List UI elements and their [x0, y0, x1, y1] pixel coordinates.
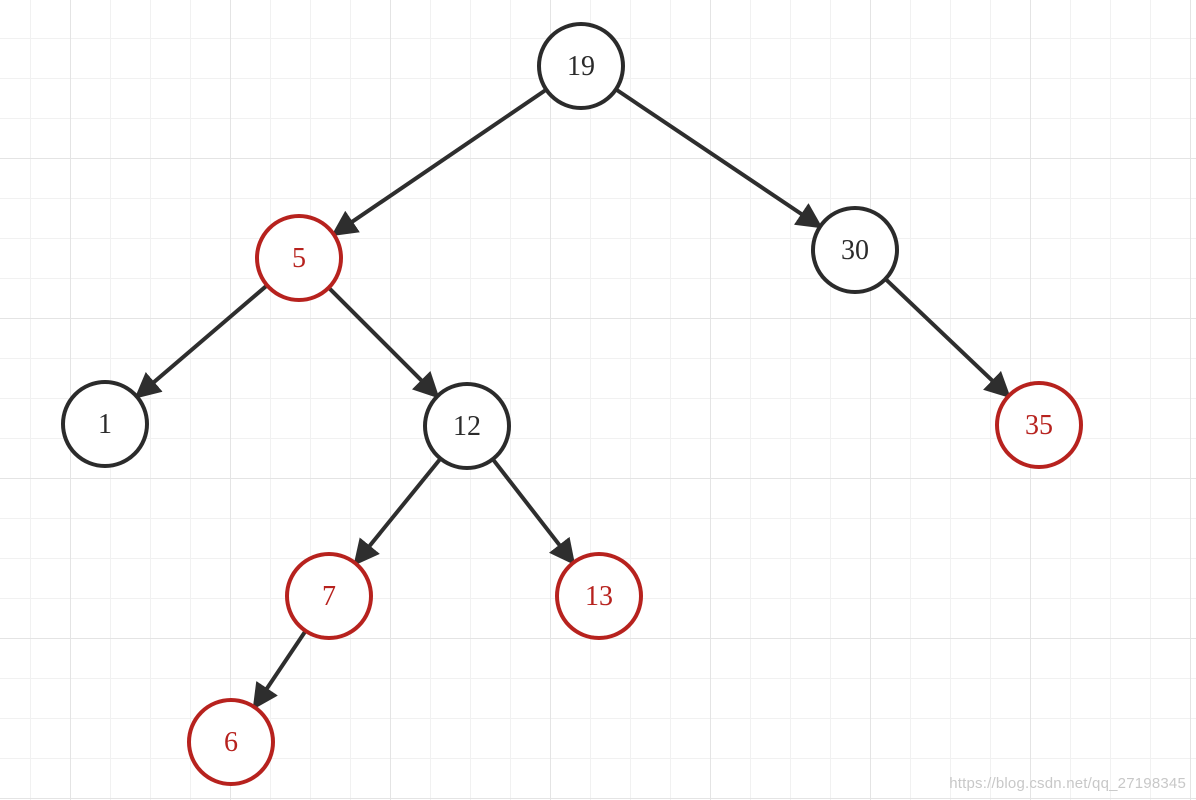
node-label-1: 1 [98, 409, 112, 440]
node-circle-7 [285, 552, 373, 640]
node-label-30: 30 [841, 235, 869, 266]
tree-node-30: 30 [811, 206, 899, 294]
node-circle-13 [555, 552, 643, 640]
edges-group [134, 87, 1011, 710]
tree-node-12: 12 [423, 382, 511, 470]
edge-12-to-13 [491, 457, 576, 566]
watermark-text: https://blog.csdn.net/qq_27198345 [949, 775, 1186, 792]
tree-node-7: 7 [285, 552, 373, 640]
tree-node-5: 5 [255, 214, 343, 302]
node-label-5: 5 [292, 243, 306, 274]
edge-7-to-6 [252, 629, 308, 710]
edge-5-to-12 [327, 286, 440, 399]
node-circle-5 [255, 214, 343, 302]
node-circle-12 [423, 382, 511, 470]
node-label-6: 6 [224, 727, 238, 758]
node-label-7: 7 [322, 581, 336, 612]
edge-5-to-1 [134, 283, 269, 399]
nodes-group: 19 5 30 1 12 35 7 13 6 [61, 22, 1083, 786]
tree-node-35: 35 [995, 381, 1083, 469]
node-circle-30 [811, 206, 899, 294]
tree-node-13: 13 [555, 552, 643, 640]
node-label-35: 35 [1025, 410, 1053, 441]
node-circle-1 [61, 380, 149, 468]
edge-19-to-30 [614, 87, 823, 229]
tree-node-19: 19 [537, 22, 625, 110]
node-label-12: 12 [453, 411, 481, 442]
tree-node-1: 1 [61, 380, 149, 468]
edge-12-to-7 [353, 457, 443, 566]
node-circle-6 [187, 698, 275, 786]
tree-node-6: 6 [187, 698, 275, 786]
edge-19-to-5 [331, 87, 548, 237]
node-label-13: 13 [585, 581, 613, 612]
node-circle-35 [995, 381, 1083, 469]
node-circle-19 [537, 22, 625, 110]
node-label-19: 19 [567, 51, 595, 82]
edge-30-to-35 [884, 277, 1011, 399]
